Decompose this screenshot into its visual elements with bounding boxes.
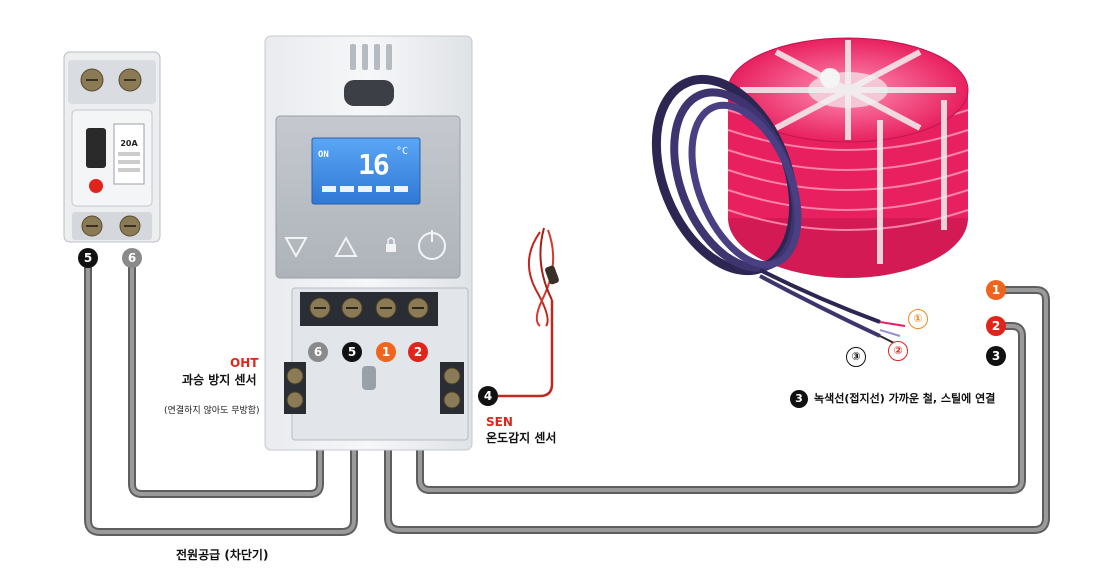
ground-note-badge-3: 3 [790,390,808,408]
lcd-temperature: 16 [358,148,390,181]
sensor-badge-4: 4 [478,386,498,406]
sen-description: 온도감지 센서 [486,431,557,445]
sen-title: SEN [486,415,513,429]
oht-description: 과승 방지 센서 [182,373,257,387]
up-arrow-button[interactable] [334,235,358,257]
oht-title: OHT [230,356,259,370]
oht-note: (연결하지 않아도 무방함) [164,406,260,416]
right-badge-2: 2 [986,316,1006,336]
terminal-badge-6: 6 [308,342,328,362]
terminal-block [284,287,469,441]
supply-cable-coil [651,74,906,345]
wire-marker-3: ③ [846,347,866,367]
breaker-badge-5: 5 [78,248,98,268]
breaker-rating: 20A [120,139,138,148]
ground-note: 녹색선(접지선) 가까운 철, 스틸에 연결 [814,392,996,405]
terminal-badge-5: 5 [342,342,362,362]
wire-marker-2: ② [888,341,908,361]
wire-5-gray [84,254,358,536]
circuit-breaker: 20A [63,51,161,243]
power-button[interactable] [418,230,446,260]
lcd-unit: °C [396,146,409,157]
wire-1-gray [384,286,1050,534]
right-badge-3: 3 [986,346,1006,366]
lock-icon [386,237,396,252]
wire-6-gray [128,254,324,498]
down-arrow-button[interactable] [284,237,308,259]
temperature-sensor [527,227,559,327]
power-supply-label: 전원공급 (차단기) [176,548,269,562]
sensor-wire [498,300,554,398]
terminal-badge-2: 2 [408,342,428,362]
wire-marker-1: ① [908,309,928,329]
breaker-badge-6: 6 [122,248,142,268]
heating-cable-coil [727,37,969,278]
wire-2-gray [416,322,1026,494]
terminal-badge-1: 1 [376,342,396,362]
right-badge-1: 1 [986,280,1006,300]
lcd-status: ON [318,150,329,160]
